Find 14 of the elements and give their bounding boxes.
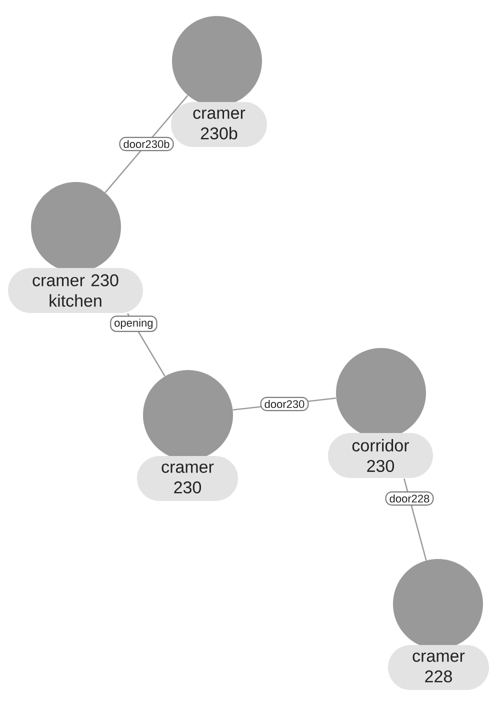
circle-node: cramer 230	[137, 370, 238, 501]
edge-label: door230	[260, 396, 309, 412]
node-label: cramer 228	[412, 652, 465, 682]
edge-label: door230b	[119, 136, 174, 152]
node-label: cramer 230b	[193, 110, 246, 140]
circle-node: cramer 230b	[171, 16, 267, 147]
node-label: cramer 230	[162, 464, 214, 494]
circle-node: cramer 228	[388, 559, 489, 690]
edge-label: door228	[385, 491, 434, 506]
node-label: corridor 230	[352, 439, 410, 472]
circle-node: corridor 230	[328, 348, 433, 478]
circle-node: cramer 230 kitchen	[8, 182, 143, 313]
edge-label: opening	[110, 316, 158, 332]
node-label: cramer 230 kitchen	[32, 274, 118, 307]
